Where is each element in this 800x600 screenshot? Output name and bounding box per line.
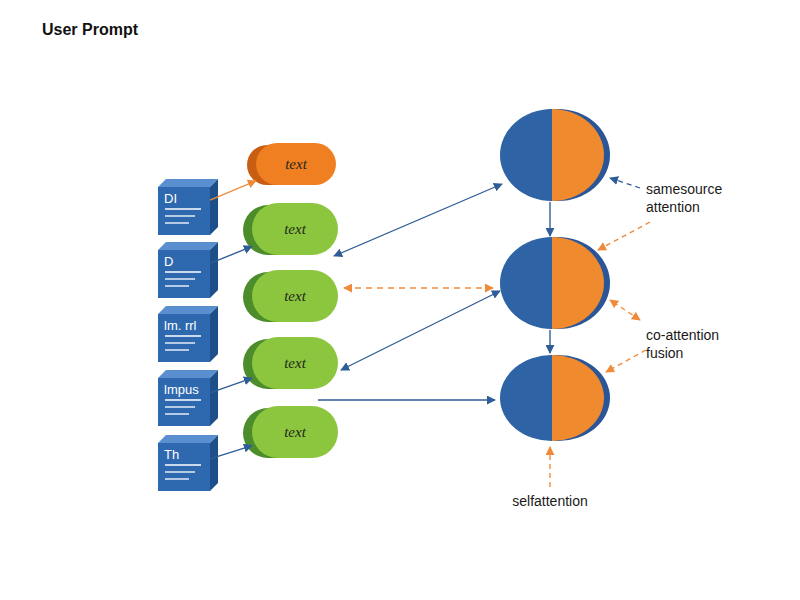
text-pill: text — [252, 203, 338, 255]
document-line — [165, 413, 189, 414]
title: User Prompt — [42, 21, 138, 39]
layout-arrows — [318, 178, 650, 487]
pill-label: text — [252, 337, 338, 389]
document-top-face — [158, 435, 218, 443]
text-pill: text — [252, 406, 338, 458]
document-line — [165, 471, 195, 472]
pill-front — [252, 203, 338, 255]
document-line — [165, 478, 189, 479]
document-side-face — [210, 435, 218, 491]
text-pill: text — [252, 337, 338, 389]
pill-front — [252, 406, 338, 458]
document-top-face — [158, 179, 218, 187]
circle-rim — [506, 109, 610, 201]
link-arrow — [334, 184, 502, 256]
circle-half-orange — [552, 109, 604, 201]
document-line — [165, 342, 195, 343]
document-front-face — [158, 314, 210, 362]
circle-rim — [506, 355, 610, 441]
document-front-face — [158, 187, 210, 235]
text-pill: text — [256, 143, 336, 185]
document-line — [165, 222, 189, 223]
document-line — [165, 271, 201, 272]
document-side-face — [210, 242, 218, 298]
document-line — [165, 278, 195, 279]
document-side-face — [210, 306, 218, 362]
leader-arrow — [606, 350, 646, 372]
document-icon: DI — [158, 187, 210, 235]
circle-half-blue — [500, 237, 552, 329]
pill-label: text — [256, 143, 336, 185]
annotation-label: selfattention — [480, 492, 620, 510]
document-line — [165, 406, 195, 407]
pill-front — [252, 337, 338, 389]
circle-half-orange — [552, 355, 604, 441]
circle-half-orange — [552, 237, 604, 329]
circle-half-blue — [500, 109, 552, 201]
circle-half-blue — [500, 355, 552, 441]
pill-front — [256, 143, 336, 185]
document-label: lm. rrl — [164, 318, 197, 333]
link-arrow — [341, 291, 500, 370]
flow-arrow — [549, 330, 550, 353]
circle-rim — [506, 237, 610, 329]
document-side-face — [210, 370, 218, 426]
document-line — [165, 335, 201, 336]
document-top-face — [158, 306, 218, 314]
document-top-face — [158, 242, 218, 250]
document-front-face — [158, 378, 210, 426]
document-icon: Th — [158, 443, 210, 491]
leader-arrow — [549, 447, 550, 487]
document-top-face — [158, 370, 218, 378]
document-icon: D — [158, 250, 210, 298]
document-line — [165, 349, 189, 350]
link-arrow — [318, 399, 495, 400]
document-line — [165, 399, 201, 400]
pill-front — [252, 270, 338, 322]
document-front-face — [158, 443, 210, 491]
document-line — [165, 464, 201, 465]
pill-label: text — [252, 270, 338, 322]
document-front-face — [158, 250, 210, 298]
document-label: D — [164, 254, 173, 269]
document-icon: lm. rrl — [158, 314, 210, 362]
dashed-link-arrow — [344, 287, 493, 288]
document-label: lmpus — [164, 382, 199, 397]
leader-arrow — [610, 300, 640, 320]
leader-arrow — [598, 222, 650, 250]
leader-arrow — [610, 178, 640, 188]
document-label: DI — [164, 191, 177, 206]
pill-label: text — [252, 406, 338, 458]
text-pill: text — [252, 270, 338, 322]
document-label: Th — [164, 447, 179, 462]
document-side-face — [210, 179, 218, 235]
document-line — [165, 215, 195, 216]
annotation-label: co-attention fusion — [646, 326, 746, 362]
flow-arrow — [549, 202, 550, 236]
document-icon: lmpus — [158, 378, 210, 426]
document-line — [165, 208, 201, 209]
attention-circles — [500, 109, 610, 441]
document-line — [165, 285, 189, 286]
pill-label: text — [252, 203, 338, 255]
annotation-label: samesource attention — [646, 180, 746, 216]
